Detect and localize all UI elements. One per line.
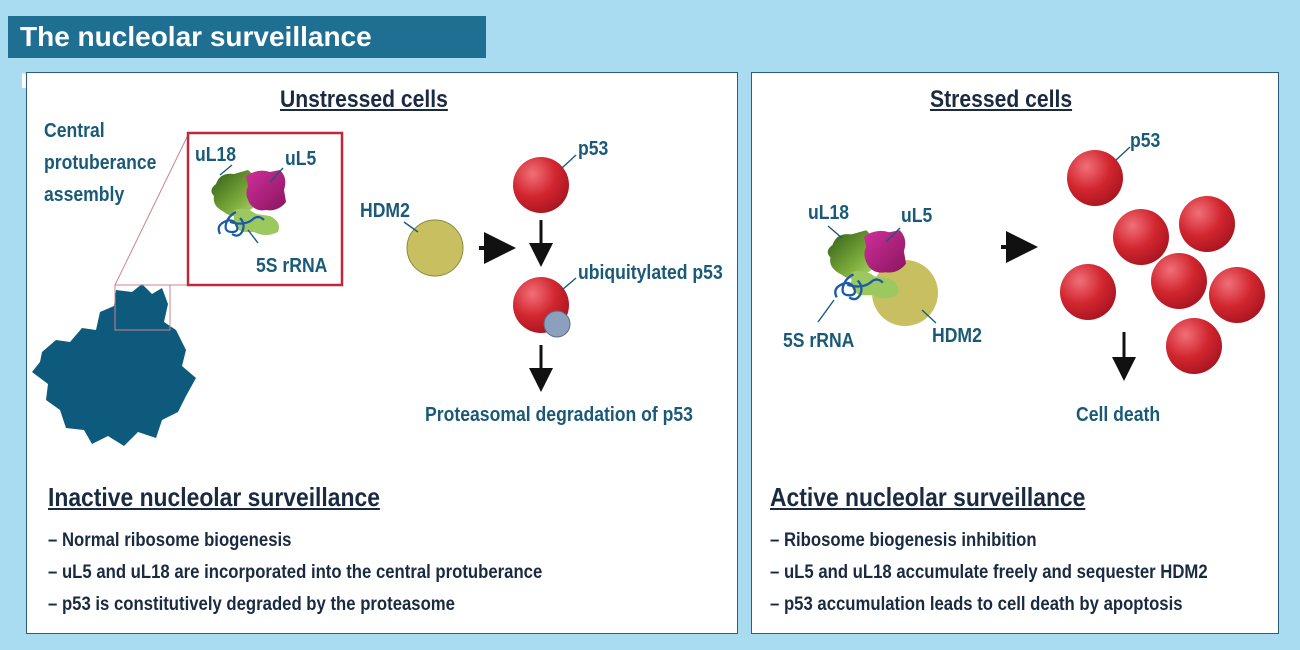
hdm2-right-circle [872, 260, 938, 326]
assembly-label-line3: assembly [44, 184, 125, 206]
unstressed-heading: Unstressed cells [280, 86, 448, 113]
degradation-label: Proteasomal degradation of p53 [425, 404, 693, 426]
ul18-label-left: uL18 [195, 144, 237, 166]
rrna-label-right: 5S rRNA [783, 330, 855, 352]
inactive-bullet-2: – uL5 and uL18 are incorporated into the… [48, 562, 543, 583]
active-bullet-2: – uL5 and uL18 accumulate freely and seq… [770, 562, 1208, 583]
active-bullet-1: – Ribosome biogenesis inhibition [770, 530, 1037, 551]
assembly-label-line2: protuberance [44, 152, 157, 174]
right-protein-complex [826, 229, 908, 301]
figure-title: The nucleolar surveillance response [8, 16, 486, 94]
ubiquitin-circle [543, 310, 571, 338]
active-section-title: Active nucleolar surveillance [770, 482, 1086, 512]
hdm2-left-circle [406, 219, 464, 277]
p53-label-right: p53 [1130, 130, 1161, 152]
rrna-label-left: 5S rRNA [256, 255, 328, 277]
active-bullet-3: – p53 accumulation leads to cell death b… [770, 594, 1183, 615]
ul18-label-right: uL18 [808, 202, 850, 224]
hdm2-label-right: HDM2 [932, 325, 982, 347]
p53-circle [513, 157, 569, 213]
cell-death-label: Cell death [1076, 404, 1161, 426]
assembly-label-line1: Central [44, 120, 105, 142]
inactive-section-title: Inactive nucleolar surveillance [48, 482, 380, 512]
inactive-bullet-1: – Normal ribosome biogenesis [48, 530, 292, 551]
ribosome-shape [32, 284, 196, 446]
ul5-label-left: uL5 [285, 148, 317, 170]
accumulated-p53-group [1060, 150, 1265, 374]
ul5-label-right: uL5 [901, 205, 933, 227]
inactive-bullet-3: – p53 is constitutively degraded by the … [48, 594, 455, 615]
hdm2-label-left: HDM2 [360, 200, 410, 222]
ubiquitylated-p53-label: ubiquitylated p53 [578, 262, 723, 284]
p53-label-left: p53 [578, 138, 609, 160]
stressed-heading: Stressed cells [930, 86, 1073, 113]
